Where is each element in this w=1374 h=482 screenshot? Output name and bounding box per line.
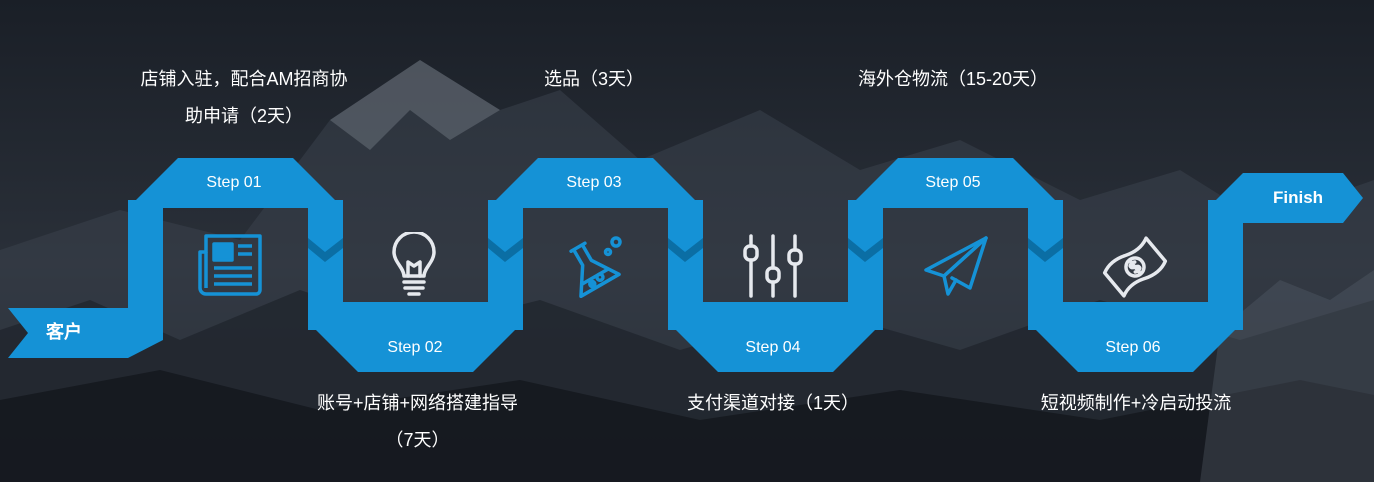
step-02-description-line1: 账号+店铺+网络搭建指导 [316, 393, 519, 413]
step-01-description-line1: 店铺入驻，配合AM招商协 [140, 69, 348, 89]
step-04-description-line1: 支付渠道对接（1天） [686, 393, 859, 413]
ribbon-bottom-bar-3 [1028, 302, 1243, 372]
ribbon-bottom-bar-2 [668, 302, 883, 372]
newspaper-icon [198, 234, 262, 296]
step-05-description: 海外仓物流（15-20天） [833, 61, 1073, 98]
step-04-description: 支付渠道对接（1天） [668, 385, 878, 422]
step-06-description: 短视频制作+冷启动投流 [1016, 385, 1256, 422]
ribbon-column-1 [128, 200, 163, 330]
finish-arrow [1208, 173, 1363, 238]
step-06-label: Step 06 [1105, 339, 1161, 356]
start-label: 客户 [46, 322, 82, 342]
ribbon-column-6 [1028, 200, 1063, 330]
step-03-description-line1: 选品（3天） [543, 69, 644, 89]
step-01-label: Step 01 [206, 174, 262, 191]
ribbon-top-bar-1 [128, 158, 343, 228]
ribbon-fold-1 [308, 238, 343, 262]
finish-label: Finish [1273, 188, 1324, 207]
step-05-description-line1: 海外仓物流（15-20天） [857, 69, 1049, 89]
step-05-label: Step 05 [925, 174, 981, 191]
step-03-label: Step 03 [566, 174, 622, 191]
step-01-description-line2: 助申请（2天） [184, 106, 303, 126]
ribbon-column-2 [308, 200, 343, 330]
sliders-icon [743, 234, 803, 298]
step-04-label: Step 04 [745, 339, 801, 356]
step-02-description-line2: （7天） [385, 430, 450, 450]
step-01-description: 店铺入驻，配合AM招商协 助申请（2天） [114, 61, 374, 135]
ribbon-column-4 [668, 200, 703, 330]
flask-icon [569, 236, 622, 298]
step-02-description: 账号+店铺+网络搭建指导 （7天） [295, 385, 540, 459]
ribbon-fold-3 [668, 238, 703, 262]
step-06-description-line1: 短视频制作+冷启动投流 [1040, 393, 1232, 413]
ribbon-fold-4 [848, 238, 883, 262]
ribbon-top-bar-3 [848, 158, 1063, 228]
lightbulb-icon [392, 232, 436, 296]
ribbon-fold-5 [1028, 238, 1063, 262]
step-03-description: 选品（3天） [514, 61, 674, 98]
step-02-label: Step 02 [387, 339, 443, 356]
start-arrow [8, 308, 128, 358]
ribbon-start-join [128, 300, 163, 358]
ribbon-column-5 [848, 200, 883, 330]
ribbon-bottom-bar-1 [308, 302, 523, 372]
ribbon-column-3 [488, 200, 523, 330]
paper-plane-icon [924, 236, 988, 296]
money-bill-icon [1102, 236, 1168, 298]
ribbon-top-bar-2 [488, 158, 703, 228]
ribbon-fold-2 [488, 238, 523, 262]
